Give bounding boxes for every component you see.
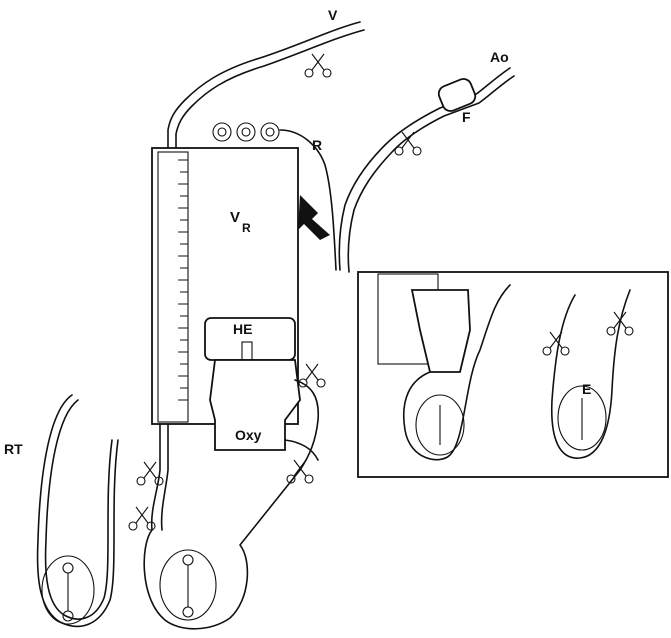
label-heat-exchanger: HE bbox=[233, 321, 252, 337]
label-venous-reservoir-sub: R bbox=[242, 221, 251, 235]
label-extension: E bbox=[582, 381, 591, 397]
label-venous-reservoir-main: V bbox=[230, 209, 240, 226]
label-roller-pump: R bbox=[312, 137, 322, 153]
outlet-clamp-icon bbox=[287, 460, 313, 483]
raceway-tubing bbox=[38, 395, 118, 626]
label-raceway-tubing: RT bbox=[4, 441, 23, 457]
arterial-clamp-icon bbox=[395, 132, 421, 155]
arterial-line bbox=[339, 68, 514, 272]
label-filter: F bbox=[462, 109, 471, 125]
pump-boot bbox=[129, 424, 300, 629]
venous-line bbox=[168, 22, 364, 148]
label-venous-line: V bbox=[328, 7, 338, 23]
venous-clamp-icon bbox=[305, 54, 331, 77]
arrow-up-right-icon bbox=[298, 195, 330, 240]
label-oxygenator: Oxy bbox=[235, 427, 262, 443]
label-aortic-line: Ao bbox=[490, 49, 509, 65]
inset-circuit bbox=[358, 272, 668, 477]
